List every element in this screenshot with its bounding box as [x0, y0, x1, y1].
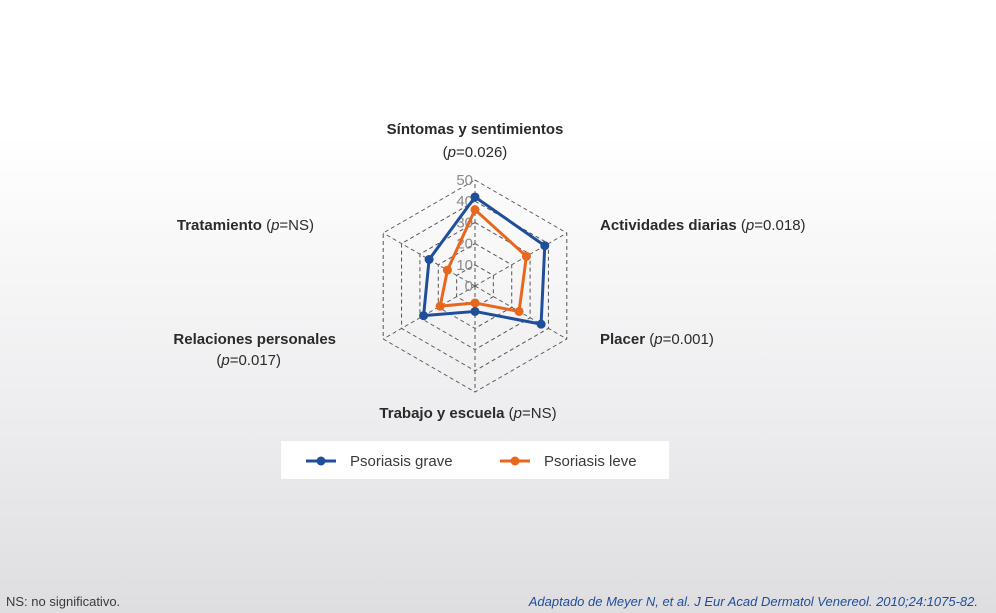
legend-marker	[510, 456, 520, 466]
data-point	[470, 192, 480, 202]
axis-label: Relaciones personales	[173, 331, 336, 348]
source-citation: Adaptado de Meyer N, et al. J Eur Acad D…	[528, 594, 978, 609]
tick-label: 10	[456, 257, 473, 274]
data-point	[514, 306, 524, 316]
data-point	[435, 301, 445, 311]
data-point	[521, 251, 531, 261]
legend-marker	[316, 456, 326, 466]
axis-label: Síntomas y sentimientos	[387, 121, 564, 138]
legend-label: Psoriasis leve	[544, 453, 637, 470]
axis-label: (p=0.026)	[443, 144, 508, 161]
data-point	[419, 311, 429, 321]
legend-box	[281, 441, 669, 479]
data-point	[470, 205, 480, 215]
grid-spoke	[382, 285, 476, 340]
data-point	[424, 255, 434, 264]
data-point	[470, 306, 480, 316]
data-series	[419, 192, 550, 329]
axis-label: Tratamiento (p=NS)	[177, 217, 314, 234]
data-point	[540, 241, 550, 251]
footnote: NS: no significativo.	[6, 594, 121, 609]
legend-label: Psoriasis grave	[350, 453, 453, 470]
axis-label: Trabajo y escuela (p=NS)	[379, 405, 556, 422]
axis-label: (p=0.017)	[216, 352, 281, 369]
data-point	[470, 298, 480, 308]
axis-labels: Síntomas y sentimientos (p=0.026) Activida…	[173, 121, 805, 422]
tick-label: 50	[456, 172, 473, 189]
grid-spoke	[474, 232, 568, 287]
legend: Psoriasis grave Psoriasis leve	[281, 441, 669, 479]
axis-label: Placer (p=0.001)	[600, 331, 714, 348]
data-point	[442, 265, 452, 275]
data-point	[536, 319, 546, 329]
axis-label: Actividades diarias (p=0.018)	[600, 217, 806, 234]
tick-label: 0	[465, 278, 473, 295]
